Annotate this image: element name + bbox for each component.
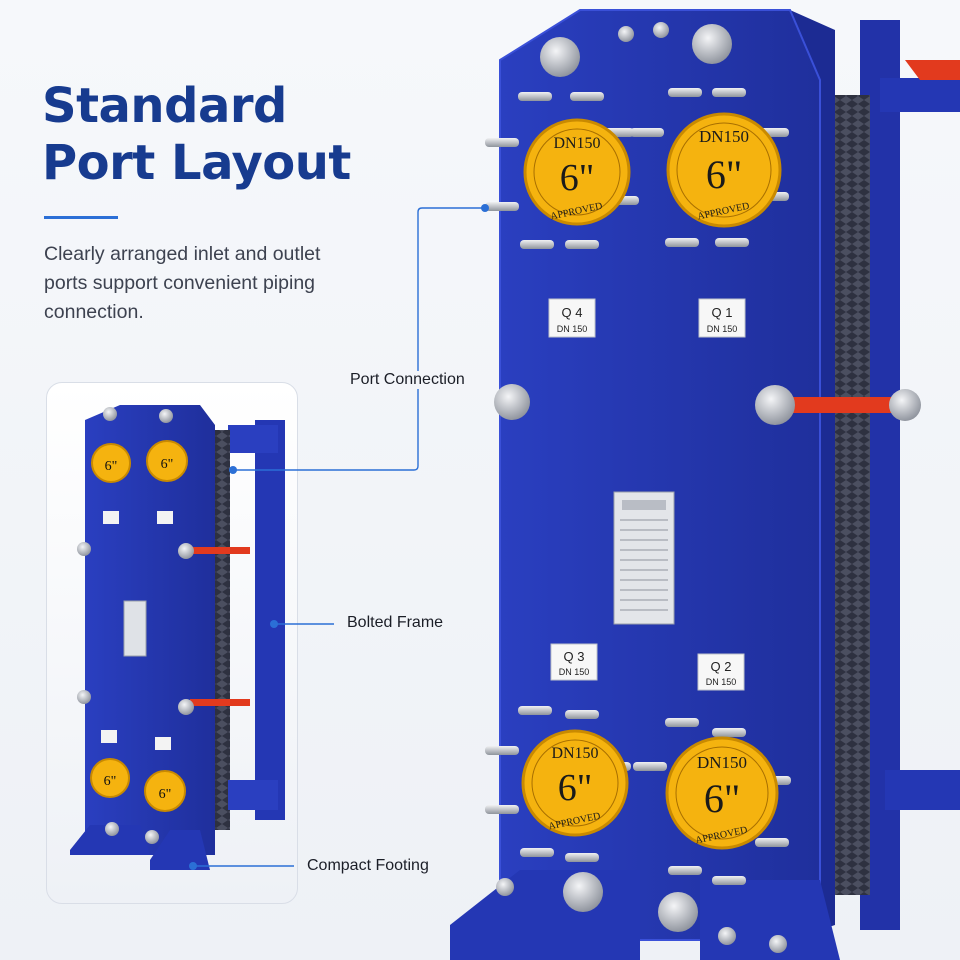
title-underline (44, 216, 118, 219)
small-flange-q2-inch: 6" (159, 787, 172, 802)
port-label-q1: Q 1 DN 150 (698, 298, 746, 338)
side-bolt-nut (494, 384, 530, 420)
small-flange-q2 (144, 770, 186, 812)
beam-cap-red (905, 60, 960, 80)
small-port-label (157, 511, 173, 524)
page-title: Standard Port Layout (42, 78, 351, 192)
bottom-bolt-nut (563, 872, 603, 912)
small-exchanger: 6" 6" 6" 6" (70, 405, 285, 870)
small-port-label (155, 737, 171, 750)
flange-q1: DN150 6" APPROVED (666, 112, 782, 228)
small-flange-q3-inch: 6" (104, 774, 117, 789)
flange-q4-inch: 6" (560, 157, 595, 199)
flange-q4-dn: DN150 (553, 135, 600, 152)
flange-studs (485, 88, 791, 885)
port-label-q2-size: DN 150 (706, 677, 737, 687)
small-flange-q1 (146, 440, 188, 482)
top-bolt-nut (692, 24, 732, 64)
port-label-q2: Q 2 DN 150 (697, 653, 745, 691)
small-nameplate (123, 600, 147, 657)
bottom-bolt-nut (658, 892, 698, 932)
port-label-q2-id: Q 2 (711, 659, 732, 674)
small-flange-q1-inch: 6" (161, 457, 174, 472)
small-rear-column (255, 420, 285, 820)
tie-rod-red (780, 397, 910, 413)
port-label-q3: Q 3 DN 150 (550, 643, 598, 681)
callout-compact-footing: Compact Footing (307, 857, 429, 874)
flange-q1-dn: DN150 (699, 127, 749, 146)
flange-q1-inch: 6" (706, 152, 742, 197)
flange-q2-inch: 6" (704, 776, 740, 821)
port-label-q4: Q 4 DN 150 (548, 298, 596, 338)
nameplate (613, 491, 675, 625)
small-flange-q4 (91, 443, 131, 483)
flange-q2-dn: DN150 (697, 753, 747, 772)
port-label-q4-id: Q 4 (562, 305, 583, 320)
callout-dots (189, 204, 489, 870)
small-port-label (101, 730, 117, 743)
flange-q3: DN150 6" APPROVED (521, 729, 629, 837)
small-flange-q4-inch: 6" (105, 459, 118, 474)
foot-left (450, 870, 640, 960)
port-label-q1-id: Q 1 (712, 305, 733, 320)
bottom-beam (885, 770, 960, 810)
small-port-label (103, 511, 119, 524)
top-beam (880, 78, 960, 112)
title-line-2: Port Layout (42, 135, 351, 191)
callout-lines (193, 207, 485, 867)
side-bolt-nut (755, 385, 795, 425)
flange-q3-inch: 6" (558, 767, 593, 809)
callout-bolted-frame: Bolted Frame (347, 614, 444, 631)
flange-q2: DN150 6" APPROVED (665, 736, 779, 850)
flange-q4: DN150 6" APPROVED (523, 118, 631, 226)
port-label-q3-size: DN 150 (559, 667, 590, 677)
top-bolt-nut (540, 37, 580, 77)
small-flange-q3 (90, 758, 130, 798)
description-text: Clearly arranged inlet and outlet ports … (44, 243, 321, 323)
title-line-1: Standard (42, 78, 287, 134)
port-label-q3-id: Q 3 (564, 649, 585, 664)
flange-q3-dn: DN150 (551, 745, 598, 762)
callout-port-connection: Port Connection (347, 371, 468, 389)
port-label-q1-size: DN 150 (707, 324, 738, 334)
port-label-q4-size: DN 150 (557, 324, 588, 334)
